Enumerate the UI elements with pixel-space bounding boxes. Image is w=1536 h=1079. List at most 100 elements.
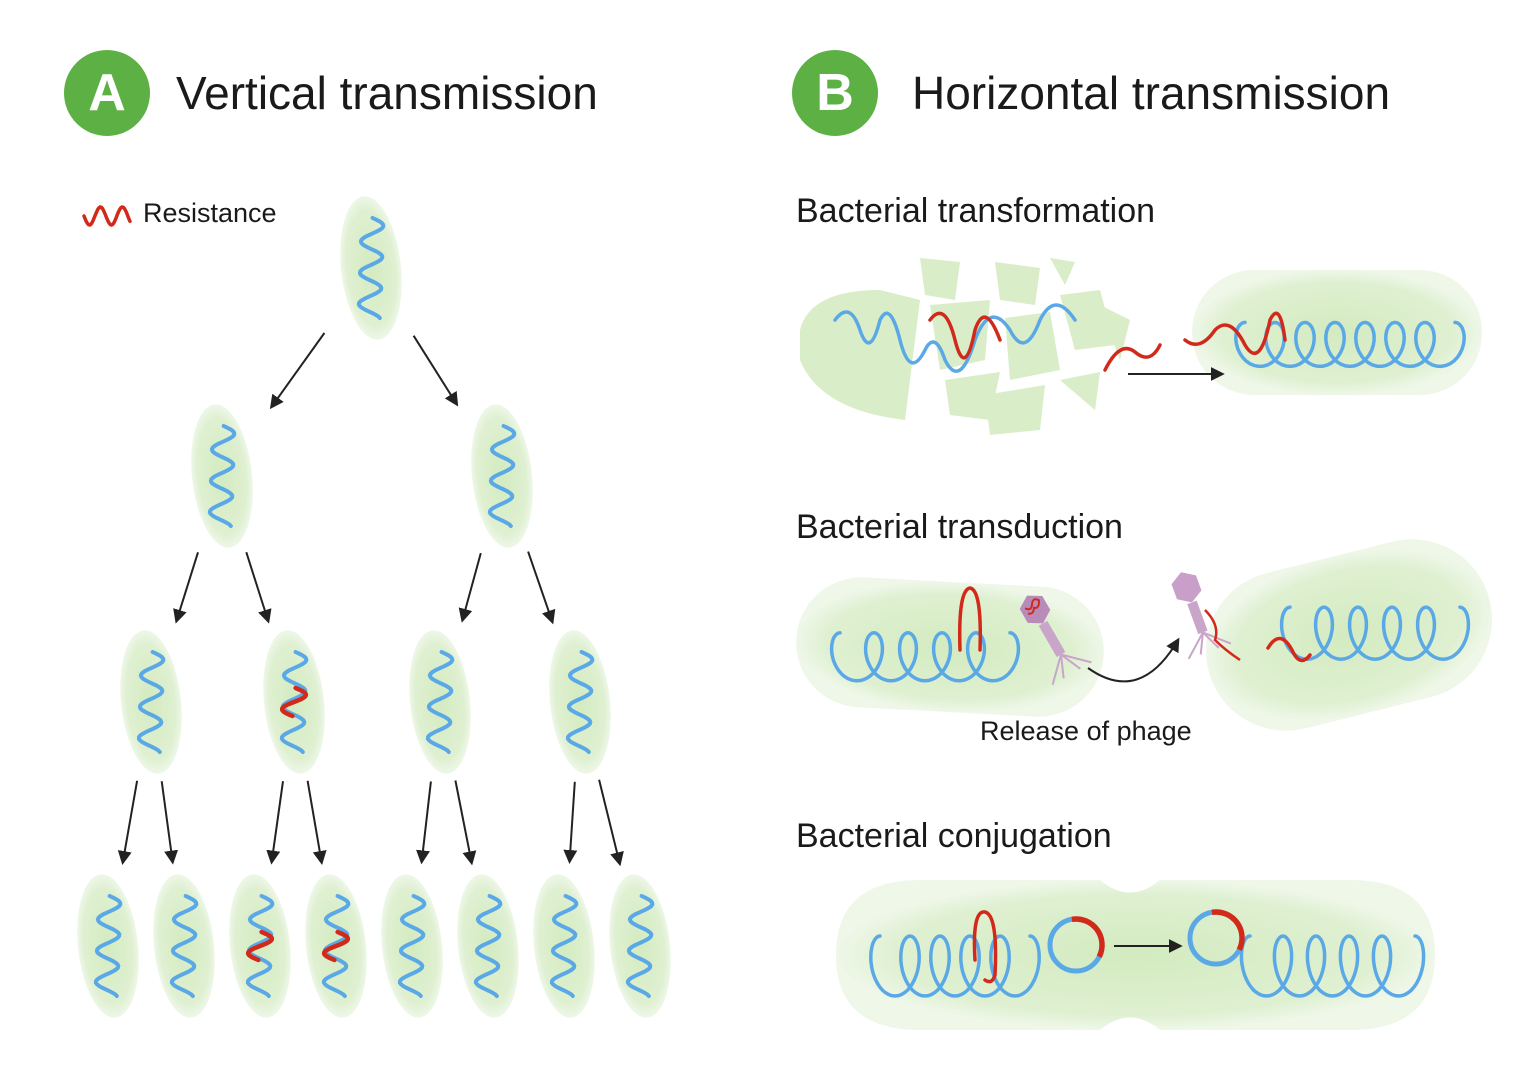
resistance-gene [321,929,351,963]
dna-strand [93,894,123,998]
cell-fragment [920,258,960,300]
phage-head [1019,595,1051,624]
legend-label: Resistance [143,198,277,228]
lineage-arrow [598,779,624,867]
cell-body [381,874,443,1018]
dna-strand [245,894,275,998]
lineage-arrow [245,551,272,624]
cell-fragment [985,385,1045,435]
bacterium-cell [381,874,443,1018]
lineage-arrow [306,780,327,865]
lineage-arrow [160,781,179,865]
panel-b-badge: B [792,50,878,136]
recipient-dna [1279,605,1471,661]
panel-a-title: Vertical transmission [176,67,598,119]
dna-strand [487,424,517,528]
donor-resistance-gene [972,910,998,984]
dna-strand [425,650,455,754]
dna-strand [136,650,166,754]
phage-leg [1060,653,1081,670]
injected-resistance-gene [1266,636,1312,663]
cell-body [457,874,519,1018]
dna-strand [279,650,309,754]
phage-tail [1187,600,1208,635]
bacterium-cell [305,874,367,1018]
resistance-gene [279,685,309,719]
conjugating-cells [836,880,1435,1030]
cell-body [191,404,253,548]
free-resistance-gene [1103,343,1162,372]
bacterium-cell [609,874,671,1018]
panel-a-badge: A [64,50,150,136]
phage-leg [1051,654,1062,686]
lineage-arrow [173,552,199,624]
cell-body [609,874,671,1018]
bacterium-cell [191,404,253,548]
dna-strand [397,894,427,998]
cell-fragment [1005,312,1060,380]
phage-leg [1199,632,1204,655]
cell-fragment [800,290,920,420]
phage-leg [1187,631,1204,660]
recipient-cell [1205,539,1493,731]
cell-body [77,874,139,1018]
donor-resistance-gene [957,586,983,652]
transduction-illustration [796,539,1493,731]
transformation-illustration [800,258,1482,435]
cell-fragment [1060,290,1115,350]
cell-fragment [1060,372,1100,410]
cell-body [409,630,471,774]
transformation-title: Bacterial transformation [796,192,1156,230]
dna-strand [207,424,237,528]
recipient-cell [1192,270,1482,395]
phage-leg [1202,631,1220,649]
resistance-gene [245,929,275,963]
dna-strand [473,894,503,998]
lineage-arrow [454,780,477,866]
phage-dna-injection [1204,609,1241,662]
conjugation-illustration [836,880,1435,1030]
phage [1171,572,1232,660]
resistance-legend-icon [82,205,132,227]
bacterium-cell [457,874,519,1018]
conjugation-title: Bacterial conjugation [796,817,1112,855]
phage-leg [1060,654,1065,679]
bacterium-cell [549,630,611,774]
phage-tail [1038,620,1066,658]
dna-strand [356,216,386,320]
phage-leg [1060,653,1092,664]
transduction-title: Bacterial transduction [796,508,1123,546]
plasmid-resistance-gene [1211,909,1245,952]
phage-head [1171,572,1202,603]
cell-body [533,874,595,1018]
lineage-arrow [269,332,326,410]
bacterium-cell [77,874,139,1018]
dna-strand [565,650,595,754]
dna-strand [169,894,199,998]
lineage-arrow [416,781,432,865]
transduction-caption: Release of phage [980,716,1192,746]
cell-fragment [930,300,990,370]
bacterium-cell [471,404,533,548]
bacterium-cell [153,874,215,1018]
fragmented-dna [833,303,1077,373]
bacterium-cell [229,874,291,1018]
lineage-arrow [117,780,139,866]
cell-body [153,874,215,1018]
lineage-arrow [563,781,578,864]
bacterium-cell [409,630,471,774]
lineage-arrows [117,332,624,867]
cell-fragment [1100,305,1130,360]
dna-strand [321,894,351,998]
panel-b-title: Horizontal transmission [912,67,1391,119]
incorporated-resistance-gene [1183,311,1287,356]
cell-fragment [995,262,1040,305]
donor-dna [869,934,1041,998]
lineage-arrow [266,781,284,865]
cell-body [549,630,611,774]
lineage-cells [77,196,671,1018]
bacterium-cell [263,630,325,774]
dna-strand [625,894,655,998]
